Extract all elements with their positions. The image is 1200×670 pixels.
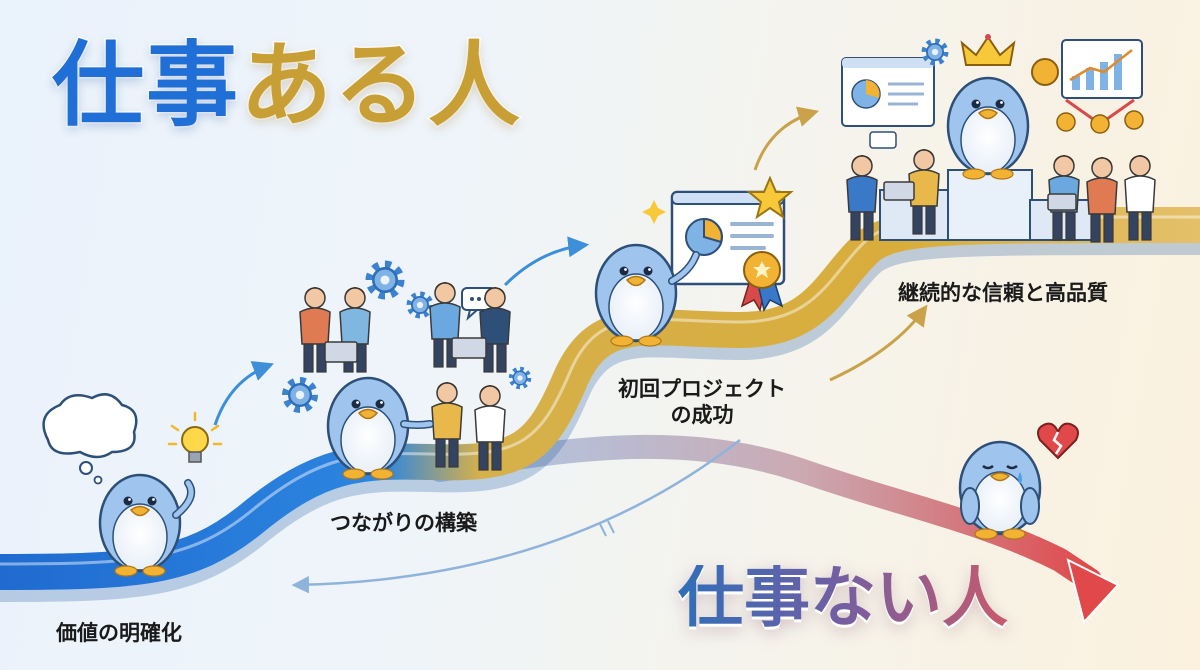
growth-chart-window [1061, 39, 1143, 99]
medal-icon [1031, 58, 1144, 134]
title-negative: 仕事ない人 [678, 559, 1008, 636]
progress-arrow-2 [503, 236, 590, 287]
penguin-presenting [594, 243, 700, 348]
penguin-handshake [326, 376, 434, 481]
step-label-value-clarification: 価値の明確化 [56, 621, 182, 645]
star-icon [746, 175, 794, 220]
step-label-first-project-line1: 初回プロジェクト [618, 377, 786, 401]
crown-icon [960, 34, 1016, 66]
success-team [846, 131, 1156, 243]
tear-icon [1018, 472, 1022, 484]
regress-arrow [291, 439, 741, 594]
pie-chart-icon [685, 217, 723, 256]
step-label-first-project-line2: の成功 [670, 403, 734, 428]
penguin-champion [946, 76, 1030, 181]
step-label-first-project: 初回プロジェクト の成功 [618, 376, 786, 429]
thought-bubble-icon [42, 393, 138, 485]
progress-arrow-1 [213, 361, 274, 426]
lightbulb-icon [167, 411, 223, 463]
people-group-meeting [299, 281, 511, 471]
penguin-thinking [98, 473, 195, 578]
progress-arrow-3 [753, 106, 820, 171]
dashboard-window [841, 57, 935, 127]
step-label-trust-quality: 継続的な信頼と高品質 [898, 281, 1108, 305]
penguin-sad [958, 440, 1042, 540]
title-positive: 仕事ある人 [50, 38, 522, 133]
step-label-connection-building: つながりの構築 [330, 511, 477, 535]
progress-arrow-4 [829, 304, 928, 382]
title-positive-part2: ある人 [239, 32, 523, 139]
title-positive-part1: 仕事 [50, 32, 241, 139]
broken-heart-icon [1037, 422, 1079, 460]
award-ribbon-icon [740, 251, 784, 312]
